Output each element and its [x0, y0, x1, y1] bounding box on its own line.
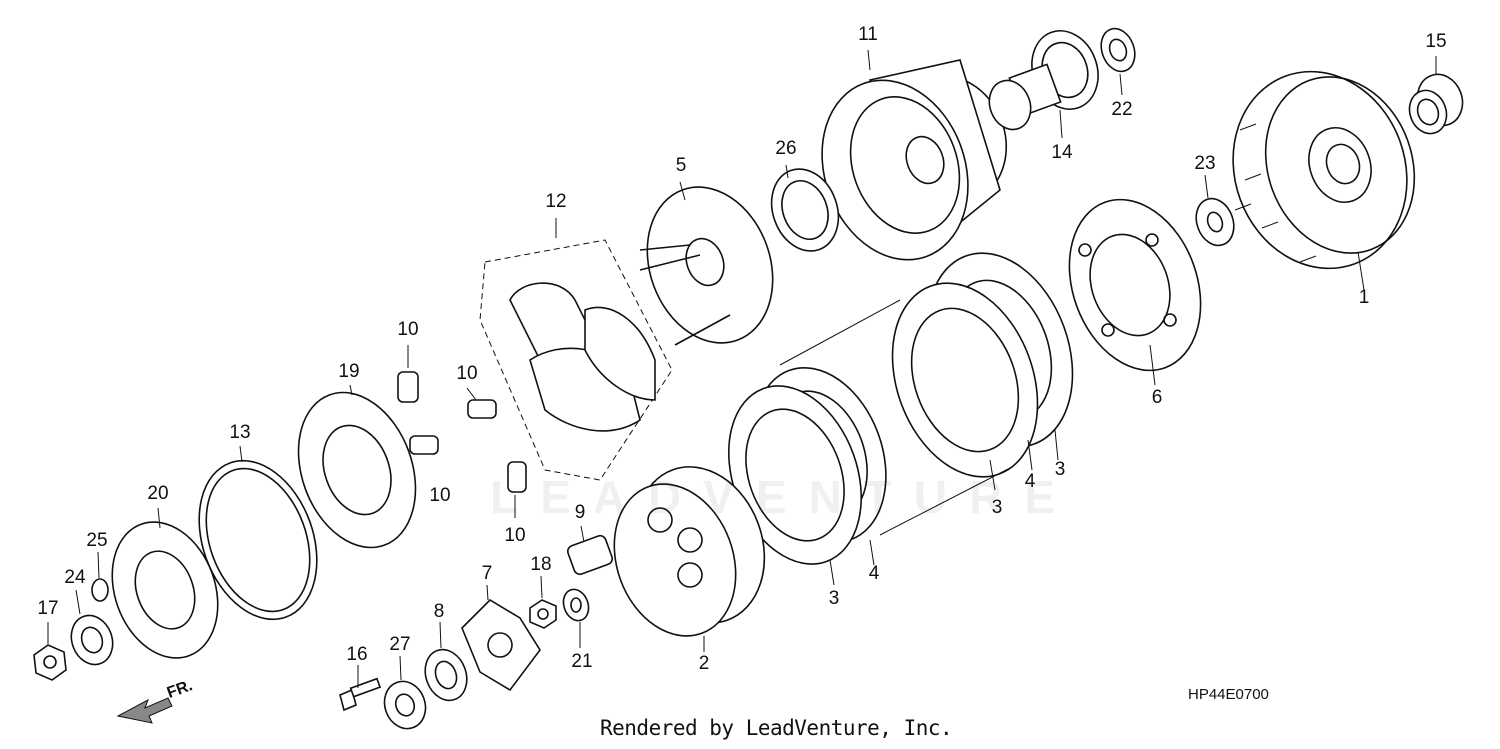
label-part-14: 14: [1051, 142, 1073, 163]
label-part-10: 10: [429, 485, 451, 506]
label-part-10: 10: [456, 363, 478, 384]
part-21-washer[interactable]: [559, 586, 592, 648]
label-part-6: 6: [1151, 387, 1163, 408]
label-part-12: 12: [545, 191, 567, 212]
part-9-spring[interactable]: [566, 525, 614, 576]
part-6-pressure-plate[interactable]: [1047, 181, 1224, 389]
part-3-4-disc-stack[interactable]: [705, 233, 1098, 586]
part-12-weight-assembly[interactable]: [479, 218, 673, 481]
part-1-clutch-outer[interactable]: [1206, 47, 1439, 293]
part-2-clutch-center[interactable]: [594, 449, 786, 654]
label-part-27: 27: [389, 634, 411, 655]
part-23-washer[interactable]: [1190, 174, 1240, 251]
part-7-lifter-plate[interactable]: [461, 584, 541, 692]
part-18-nut[interactable]: [529, 575, 557, 629]
part-10-springs[interactable]: [397, 345, 527, 518]
label-part-7: 7: [481, 563, 493, 584]
label-part-21: 21: [571, 651, 593, 672]
label-part-4: 4: [1024, 471, 1036, 492]
part-13-ring[interactable]: [178, 444, 337, 636]
label-part-3: 3: [828, 588, 840, 609]
label-part-18: 18: [530, 554, 552, 575]
part-16-bolt[interactable]: [339, 665, 382, 712]
label-part-2: 2: [698, 653, 710, 674]
label-part-8: 8: [433, 601, 445, 622]
label-part-1: 1: [1358, 287, 1370, 308]
label-part-25: 25: [86, 530, 108, 551]
label-part-15: 15: [1425, 31, 1447, 52]
label-part-11: 11: [858, 24, 878, 45]
footer-credit: Rendered by LeadVenture, Inc.: [600, 716, 953, 740]
part-20-plate[interactable]: [94, 507, 236, 673]
part-22-washer[interactable]: [1095, 24, 1140, 96]
part-15-bushing[interactable]: [1404, 56, 1470, 139]
label-part-24: 24: [64, 567, 86, 588]
part-11-clutch-drum[interactable]: [798, 49, 1024, 280]
part-14-drive-gear[interactable]: [983, 21, 1109, 139]
label-part-3: 3: [1054, 459, 1066, 480]
diagram-code: HP44E0700: [1188, 686, 1269, 703]
label-part-3: 3: [991, 497, 1003, 518]
label-part-5: 5: [675, 155, 687, 176]
label-part-17: 17: [37, 598, 59, 619]
label-part-13: 13: [229, 422, 251, 443]
label-part-22: 22: [1111, 99, 1133, 120]
label-part-4: 4: [868, 563, 880, 584]
front-direction-arrow: [116, 697, 173, 724]
label-part-9: 9: [574, 502, 586, 523]
part-27-bearing[interactable]: [378, 655, 432, 734]
part-8-bearing[interactable]: [418, 621, 473, 706]
label-part-26: 26: [775, 138, 797, 159]
label-part-16: 16: [346, 644, 368, 665]
label-part-20: 20: [147, 483, 169, 504]
part-19-plate[interactable]: [278, 376, 436, 564]
label-part-10: 10: [504, 525, 526, 546]
part-26-one-way-clutch[interactable]: [761, 160, 850, 261]
label-part-23: 23: [1194, 153, 1216, 174]
part-24-washer[interactable]: [65, 589, 120, 670]
part-5-drive-plate[interactable]: [626, 169, 793, 360]
label-part-10: 10: [397, 319, 419, 340]
part-25-nut[interactable]: [91, 551, 109, 602]
watermark: LEADVENTURE: [490, 471, 1078, 523]
part-17-lock-nut[interactable]: [33, 622, 67, 681]
label-part-19: 19: [338, 361, 360, 382]
